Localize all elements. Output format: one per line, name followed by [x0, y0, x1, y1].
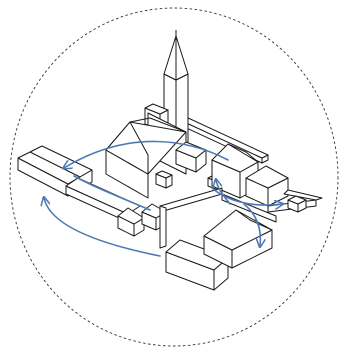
church-nave	[106, 113, 186, 198]
bottom-right-house	[204, 210, 272, 268]
far-right-shed	[288, 196, 306, 212]
small-hut-a	[156, 171, 172, 188]
